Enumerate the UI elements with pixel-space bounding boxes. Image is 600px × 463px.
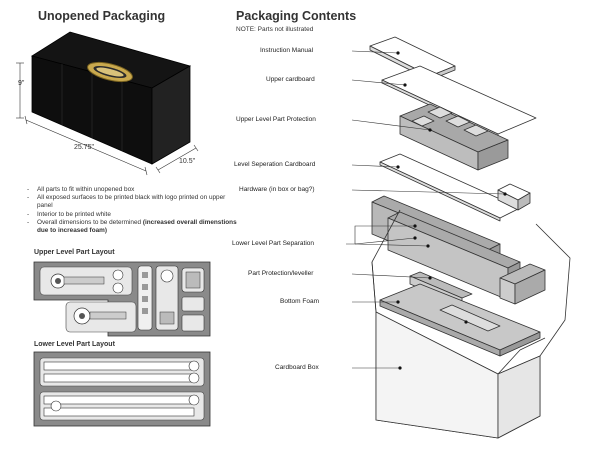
note-text: Overall dimensions to be determined [37, 218, 143, 226]
dimension-width: 10.5" [179, 158, 196, 165]
leader-dots [396, 51, 507, 370]
box-side-face [151, 65, 191, 165]
label-instruction-manual: Instruction Manual [260, 47, 314, 54]
label-hardware: Hardware (in box or bag?) [239, 186, 315, 193]
lower-level-layout [33, 351, 211, 427]
note-item: All exposed surfaces to be printed black… [27, 194, 237, 210]
label-bottom-foam: Bottom Foam [280, 298, 320, 305]
packaging-notes: All parts to fit within unopened box All… [27, 186, 237, 235]
note-item: Interior to be printed white [27, 211, 237, 219]
logo-emblem [87, 61, 133, 83]
dimension-height: 9" [18, 80, 25, 87]
parts-note: NOTE: Parts not illustrated [236, 26, 314, 33]
label-upper-level-part-protection: Upper Level Part Protection [236, 116, 316, 123]
upper-level-layout [33, 261, 211, 337]
lower-layout-title: Lower Level Part Layout [34, 341, 115, 348]
label-part-protection-leveller: Part Protection/leveller [248, 270, 314, 277]
unopened-packaging-title: Unopened Packaging [38, 9, 166, 23]
note-bold-text: (increased overall dimenstions due to in… [37, 218, 237, 235]
dimension-length: 25.75" [74, 144, 95, 151]
label-cardboard-box: Cardboard Box [275, 364, 319, 371]
leader-lines [346, 50, 506, 369]
label-level-separation-cardboard: Level Seperation Cardboard [234, 161, 316, 168]
label-upper-cardboard: Upper cardboard [266, 76, 315, 83]
upper-layout-title: Upper Level Part Layout [34, 249, 115, 256]
packaging-contents-title: Packaging Contents [236, 9, 357, 23]
dimension-lines [16, 62, 199, 176]
note-item: All parts to fit within unopened box [27, 186, 237, 194]
note-item: Overall dimensions to be determined (inc… [27, 219, 237, 235]
label-lower-level-part-separation: Lower Level Part Separation [232, 240, 315, 247]
